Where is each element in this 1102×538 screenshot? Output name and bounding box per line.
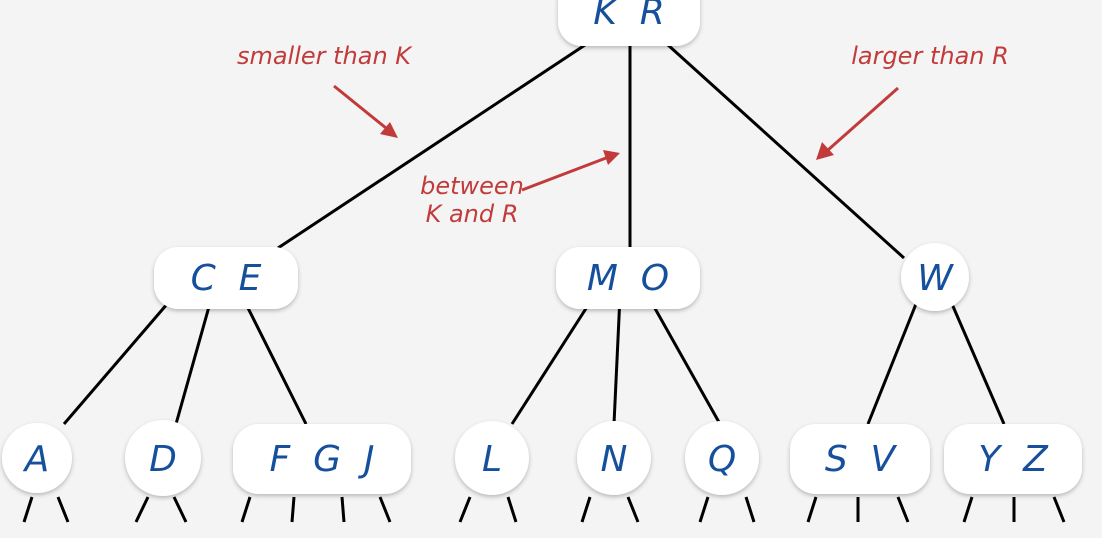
leaf-n-keys: N xyxy=(601,439,628,480)
node-middle: M O xyxy=(556,247,700,309)
leaf-fgj-keys: F G J xyxy=(270,439,375,480)
edge-right-yz xyxy=(950,303,1006,425)
node-middle-keys: M O xyxy=(587,258,669,299)
arrow-between xyxy=(521,150,620,192)
edge-root-right xyxy=(666,43,906,260)
node-left-keys: C E xyxy=(191,258,262,299)
leaf-yz: Y Z xyxy=(944,424,1082,494)
edge-middle-n xyxy=(612,295,622,425)
arrow-larger xyxy=(816,86,899,160)
node-right-keys: W xyxy=(917,258,954,299)
leaf-fgj: F G J xyxy=(233,424,411,494)
leaf-a: A xyxy=(2,423,72,493)
annotation-larger-than-r: larger than R xyxy=(851,42,1009,70)
arrow-smaller xyxy=(333,84,398,138)
leaf-d-keys: D xyxy=(149,439,177,480)
leaf-l-keys: L xyxy=(482,439,502,480)
node-left: C E xyxy=(154,247,298,309)
annotation-between-line2: K and R xyxy=(426,200,519,228)
edge-left-a xyxy=(62,295,176,425)
edge-left-d xyxy=(174,295,214,425)
leaf-l: L xyxy=(455,421,529,495)
edge-middle-q xyxy=(646,295,722,425)
edge-right-sv xyxy=(866,303,918,425)
annotation-smaller-than-k: smaller than K xyxy=(237,42,413,70)
edge-root-left xyxy=(277,43,586,250)
leaf-yz-keys: Y Z xyxy=(978,439,1049,480)
edge-left-fgj xyxy=(240,295,308,425)
node-root-keys: K R xyxy=(593,0,665,33)
edge-middle-l xyxy=(510,295,596,425)
leaf-d: D xyxy=(125,420,201,496)
leaf-n: N xyxy=(577,421,651,495)
node-right: W xyxy=(901,243,969,311)
leaf-q: Q xyxy=(685,421,759,495)
leaf-sv: S V xyxy=(790,424,930,494)
leaf-a-keys: A xyxy=(23,439,50,480)
node-root: K R xyxy=(558,0,700,46)
annotation-between-line1: between xyxy=(420,172,524,200)
null-link-stubs xyxy=(22,496,1066,523)
leaf-sv-keys: S V xyxy=(825,439,898,480)
leaf-q-keys: Q xyxy=(708,439,736,480)
